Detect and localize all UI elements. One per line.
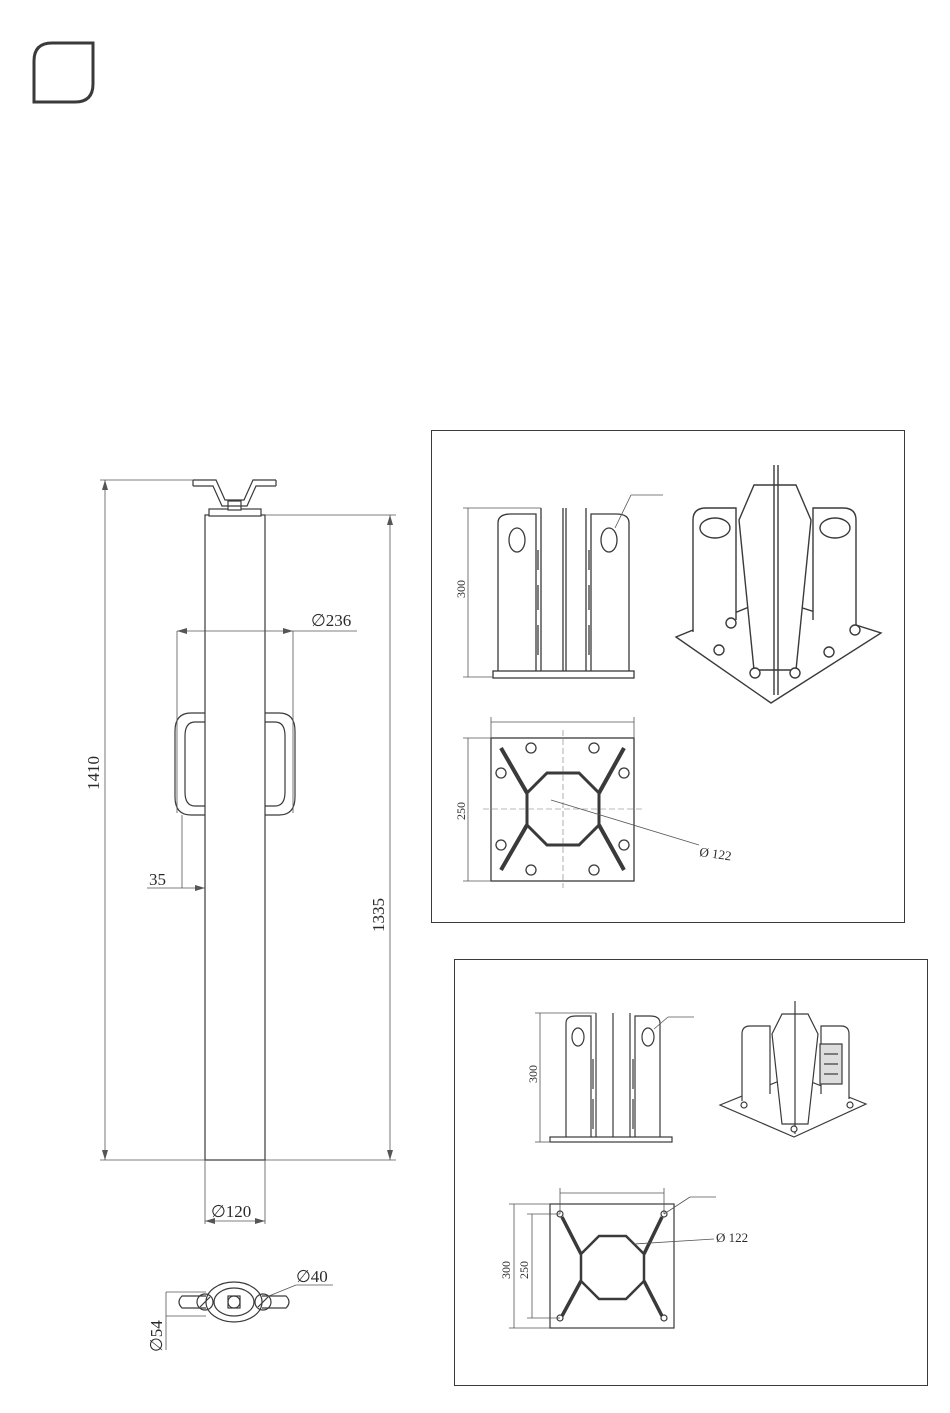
handle-offset-label: 35	[149, 870, 166, 889]
base-small-plan-view	[550, 1204, 674, 1328]
pipe-diameter-label: ∅120	[211, 1202, 251, 1221]
base-large-plan-view	[491, 738, 634, 881]
lug-hole-label: ∅40	[296, 1267, 328, 1286]
base-large-tube-label: Ø 122	[699, 844, 733, 863]
pipe-height-label: 1335	[369, 898, 388, 932]
pipe-body	[205, 515, 265, 1160]
cap-diameter-label: ∅54	[147, 1320, 166, 1352]
base-large-drawing: 300	[431, 430, 905, 923]
base-small-isometric-view	[720, 1001, 866, 1137]
base-small-height-label: 300	[526, 1065, 540, 1083]
base-large-side-view	[493, 508, 634, 678]
base-small-drawing: 300	[454, 959, 928, 1386]
handle-span-label: ∅236	[311, 611, 351, 630]
base-small-plate-outer-label: 300	[499, 1261, 513, 1279]
base-large-height-label: 300	[454, 580, 468, 598]
base-small-tube-label: Ø 122	[716, 1230, 748, 1245]
base-small-plate-inner-label: 250	[517, 1261, 531, 1279]
base-small-side-view	[550, 1013, 672, 1142]
base-large-plate-label: 250	[454, 802, 468, 820]
pole-drawing: 1410 1335 ∅236 35 ∅120 ∅40 ∅54	[0, 0, 430, 1413]
total-height-label: 1410	[84, 756, 103, 790]
base-large-isometric-view	[676, 465, 881, 703]
